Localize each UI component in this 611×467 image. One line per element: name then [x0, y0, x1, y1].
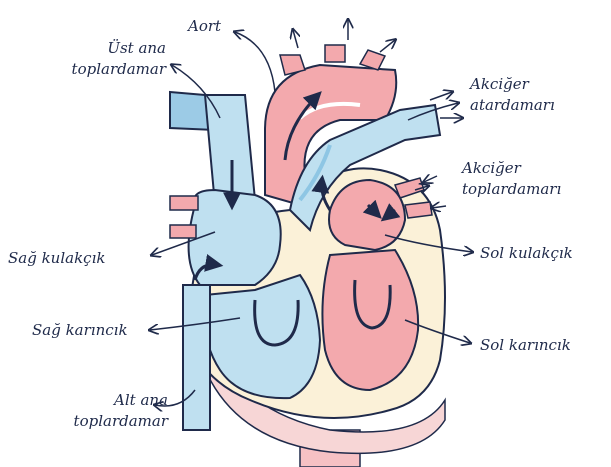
left-ventricle-shape — [321, 248, 420, 392]
right-atrium-label: Sağ kulakçık — [8, 249, 106, 267]
superior-vena-cava-label: Üst ana toplardamar — [71, 39, 166, 78]
right-ventricle-label: Sağ karıncık — [32, 321, 128, 339]
left-ventricle-label: Sol karıncık — [480, 336, 571, 354]
descending-aorta — [194, 317, 446, 467]
aortic-arch — [264, 44, 398, 207]
left-atrium-label: Sol kulakçık — [480, 244, 573, 262]
superior-vena-cava-shape — [169, 90, 257, 207]
leader-lines — [150, 32, 472, 406]
pulmonary-artery-shape — [288, 103, 442, 232]
inferior-vena-cava-label: Alt ana toplardamar — [73, 391, 168, 430]
left-atrium-shape — [328, 178, 407, 252]
pulmonary-veins-shape — [169, 177, 433, 239]
pulmonary-artery-label: Akciğer atardamarı — [470, 75, 555, 114]
pulmonary-veins-label: Akciğer toplardamarı — [462, 159, 562, 198]
inferior-vena-cava-shape — [182, 284, 211, 431]
flow-arrows — [193, 91, 401, 347]
right-ventricle-shape — [203, 273, 322, 400]
right-atrium-shape — [187, 188, 282, 286]
outflow-arrows — [293, 20, 462, 208]
aorta-label: Aort — [188, 17, 222, 35]
